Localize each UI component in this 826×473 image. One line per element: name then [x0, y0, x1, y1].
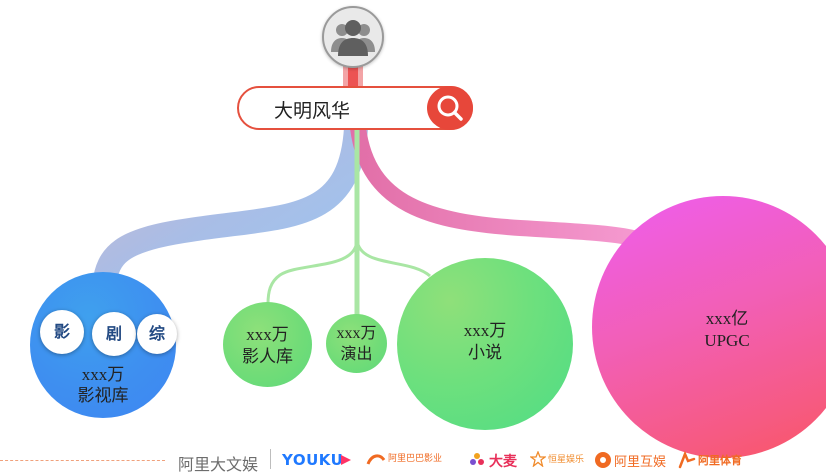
damai-logo-icon: [470, 453, 484, 465]
search-box[interactable]: 大明风华: [237, 86, 473, 130]
user-group-icon: [331, 20, 375, 56]
star-logo-icon: [530, 451, 546, 467]
show-name: 演出: [340, 346, 373, 363]
novel-label: xxx万 小说: [397, 320, 573, 364]
artist-label: xxx万 影人库: [223, 324, 312, 368]
chip-film[interactable]: 影: [40, 310, 84, 354]
novel-bubble[interactable]: xxx万 小说: [397, 258, 573, 430]
search-query[interactable]: 大明风华: [274, 101, 351, 122]
brand-youku: YOUKU: [282, 451, 344, 469]
artist-count: xxx万: [246, 325, 289, 344]
search-button[interactable]: [427, 86, 473, 130]
search-icon: [437, 95, 463, 121]
library-label: xxx万 影视库: [30, 364, 176, 406]
chip-variety[interactable]: 综: [137, 314, 177, 354]
brand-separator: [270, 449, 271, 469]
film-library-bubble[interactable]: 影 剧 综 xxx万 影视库: [30, 272, 177, 418]
alibaba-games-logo-icon: [595, 452, 611, 468]
show-count: xxx万: [336, 325, 377, 342]
brand-alibaba-pictures: 阿里巴巴影业: [388, 454, 443, 464]
brand-alibaba-entertainment: 阿里大文娱: [178, 455, 259, 473]
chip-drama[interactable]: 剧: [92, 312, 136, 356]
brand-alisports: 阿里体育: [698, 454, 742, 467]
artist-name: 影人库: [242, 347, 293, 366]
brand-star-entertainment: 恒星娱乐: [548, 455, 585, 465]
upgc-count: xxx亿: [705, 309, 749, 328]
link-artist: [266, 128, 359, 305]
novel-count: xxx万: [463, 321, 507, 340]
link-upgc: [350, 120, 648, 248]
upgc-bubble[interactable]: xxx亿 UPGC: [592, 196, 826, 458]
upgc-name: UPGC: [704, 331, 750, 350]
show-bubble[interactable]: xxx万 演出: [326, 314, 387, 373]
library-count: xxx万: [81, 365, 125, 384]
user-avatar[interactable]: [322, 6, 384, 68]
footer-divider: [0, 460, 165, 461]
novel-name: 小说: [468, 343, 502, 362]
show-label: xxx万 演出: [326, 323, 387, 365]
upgc-label: xxx亿 UPGC: [592, 308, 826, 352]
artist-library-bubble[interactable]: xxx万 影人库: [223, 302, 312, 387]
alibaba-pictures-logo-icon: [366, 454, 386, 465]
brand-damai: 大麦: [489, 454, 517, 470]
youku-play-icon: [341, 455, 351, 465]
link-library: [92, 116, 368, 297]
link-novel: [355, 239, 432, 278]
library-name: 影视库: [77, 386, 129, 405]
brand-alibaba-games: 阿里互娱: [614, 455, 667, 470]
alisports-logo-icon: [678, 451, 696, 469]
